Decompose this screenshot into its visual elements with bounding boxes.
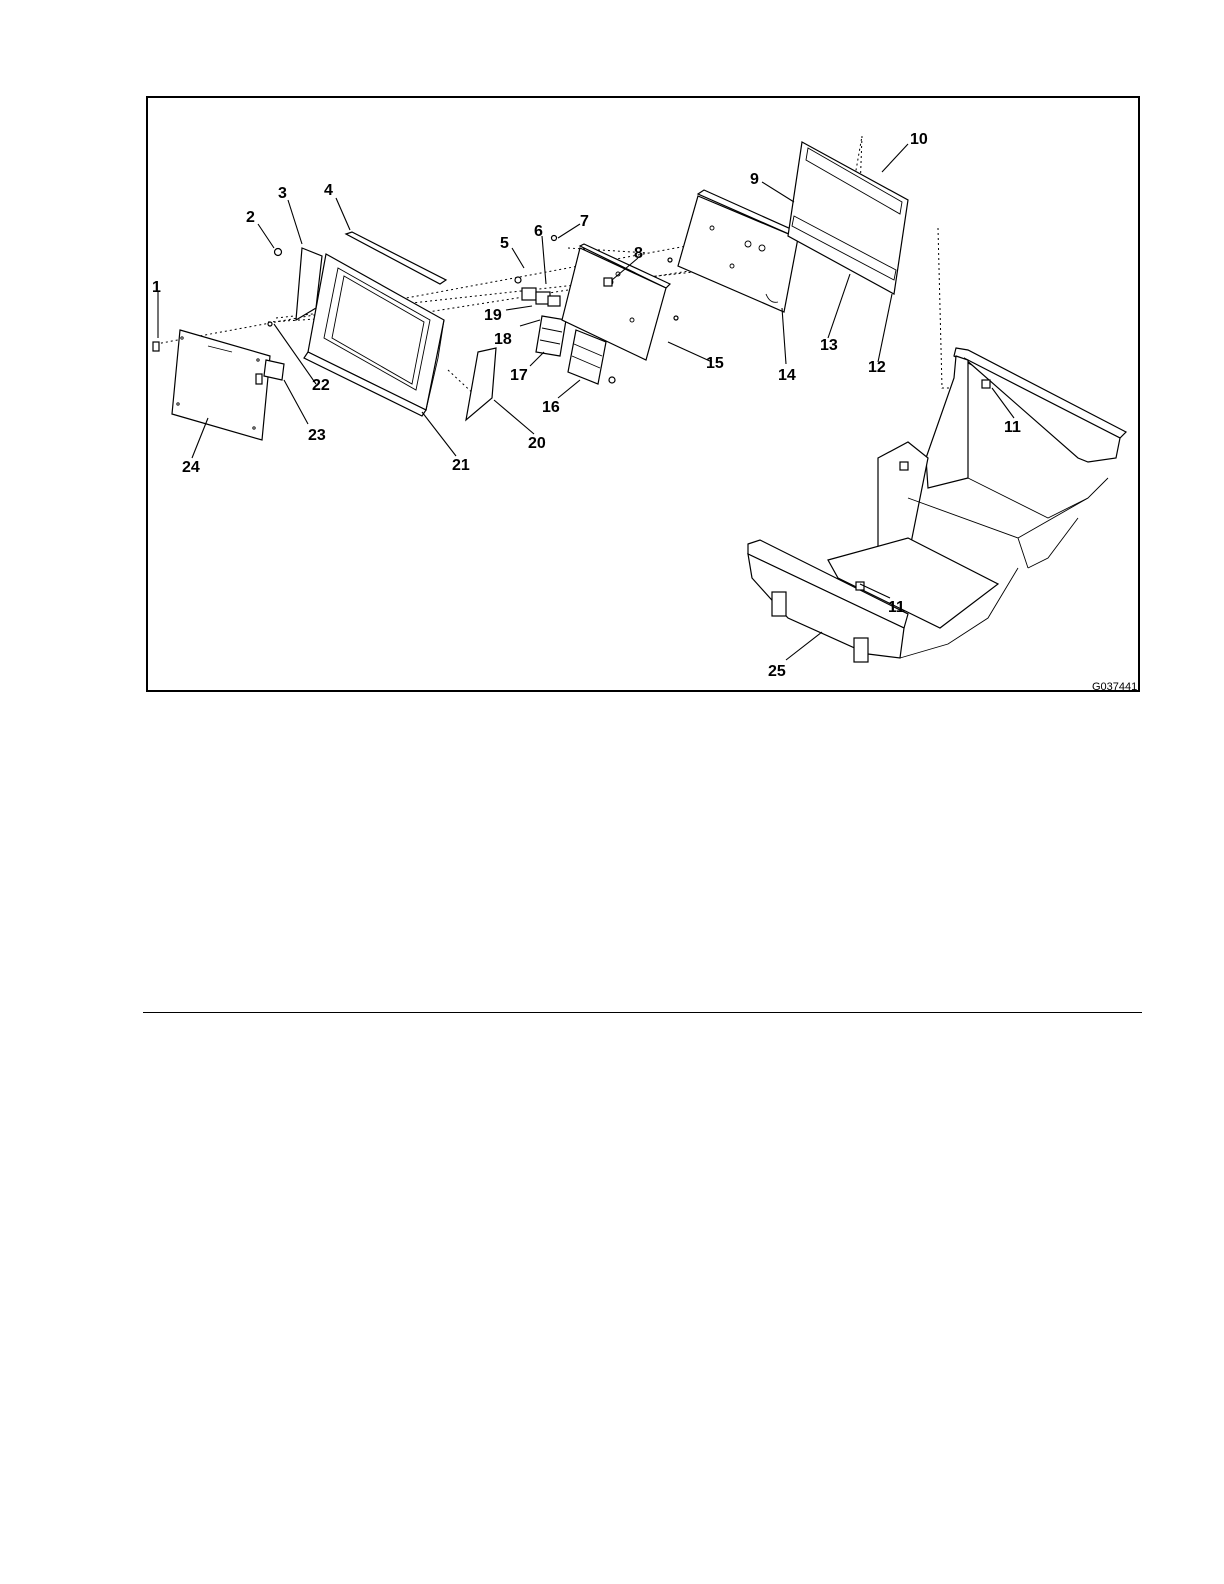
callout-18: 18 [494,331,512,348]
exploded-view-figure: 1 2 3 4 5 6 7 8 9 10 11 11 12 13 14 15 1… [146,96,1140,692]
callout-13: 13 [820,337,838,354]
callout-15: 15 [706,355,724,372]
section-divider [143,1012,1142,1013]
callout-12: 12 [868,359,886,376]
callout-2: 2 [246,209,255,226]
part-2-nut [275,249,282,256]
callout-9: 9 [750,171,759,188]
part-5-6-19-relays [515,236,560,307]
callout-6: 6 [534,223,543,240]
callout-20: 20 [528,435,546,452]
callout-17: 17 [510,367,528,384]
callout-4: 4 [324,182,333,199]
callout-1: 1 [152,279,161,296]
part-24-cover-panel [172,330,270,440]
part-14-back-plate [678,190,802,312]
callout-16: 16 [542,399,560,416]
callout-25: 25 [768,663,786,680]
callout-7: 7 [580,213,589,230]
callout-24: 24 [182,459,200,476]
callout-3: 3 [278,185,287,202]
part-1-screw [153,342,159,351]
part-9-10-12-13-upper-frame [788,142,908,294]
part-8-clip [604,278,612,286]
callout-11-lower: 11 [888,599,905,616]
callout-5: 5 [500,235,509,252]
part-23-decal [264,360,284,380]
callout-23: 23 [308,427,326,444]
part-25-chassis [748,348,1126,662]
callout-8: 8 [634,245,643,262]
callout-labels: 1 2 3 4 5 6 7 8 9 10 11 11 12 13 14 15 1… [152,131,1137,690]
callout-22: 22 [312,377,330,394]
figure-id: G037441 [1092,681,1137,690]
callout-10: 10 [910,131,928,148]
part-17-18-controller [536,316,566,356]
callout-14: 14 [778,367,796,384]
part-22-screw [268,322,272,326]
callout-11-upper: 11 [1004,419,1021,436]
callout-19: 19 [484,307,502,324]
exploded-diagram: 1 2 3 4 5 6 7 8 9 10 11 11 12 13 14 15 1… [148,98,1138,690]
callout-21: 21 [452,457,470,474]
part-20-side-panel [466,348,496,420]
